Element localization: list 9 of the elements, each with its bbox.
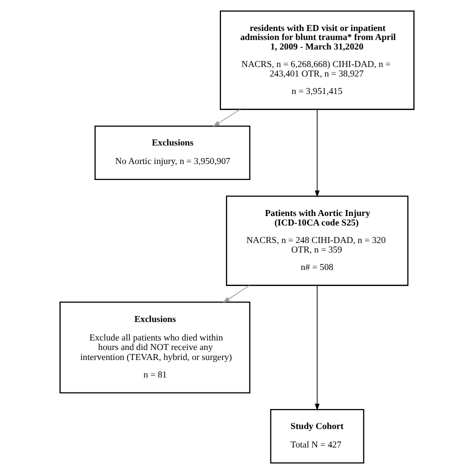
node-box: Patients with Aortic Injury (ICD-10CA code S25) NACRS, n = 248 CIHI-DAD, n = 320 OTR, n = 359 n# = 508 <box>226 196 408 286</box>
node-box: Exclusions No Aortic injury, n = 3,950,907 <box>94 126 250 180</box>
arrow <box>222 285 250 303</box>
node-box: residents with ED visit or inpatient admission for blunt trauma* from April 1, 2009 - March 31,2020 NACRS, n = 6,268,668) CIHI-DAD, n = 243,401 OTR, n = 38,927 n = 3,951,415 <box>220 10 415 110</box>
arrow <box>212 109 241 127</box>
node-box: Study Cohort Total N = 427 <box>270 409 364 464</box>
node-box: Exclusions Exclude all patients who died within hours and did NOT receive any intervention (TEVAR, hybrid, or surgery) n = 81 <box>59 302 250 394</box>
arrow <box>314 285 320 411</box>
arrow <box>314 109 320 198</box>
